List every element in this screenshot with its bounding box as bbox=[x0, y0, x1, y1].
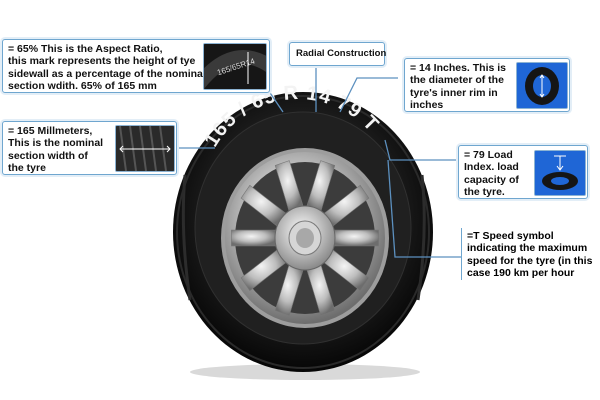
rim-line-1: = 14 Inches. This is bbox=[410, 62, 507, 74]
callout-section-width: = 165 Millmeters, This is the nominal se… bbox=[2, 121, 177, 175]
leader-speed bbox=[387, 159, 461, 258]
speed-line-2: indicating the maximum bbox=[467, 242, 588, 255]
width-line-1: = 165 Millmeters, bbox=[8, 125, 93, 137]
aspect-line-4: section wdith. 65% of 165 mm bbox=[8, 80, 157, 93]
load-thumbnail bbox=[534, 150, 586, 196]
load-line-1: = 79 Load bbox=[464, 149, 513, 161]
tyre-shadow bbox=[190, 364, 420, 380]
leader-rim bbox=[339, 77, 398, 113]
width-line-2: This is the nominal bbox=[8, 137, 104, 150]
sidewall-slash: / bbox=[234, 98, 252, 120]
radial-label: Radial Construction bbox=[296, 48, 387, 59]
aspect-line-3: sidewall as a percentage of the nominal bbox=[8, 67, 206, 80]
callout-aspect-ratio: = 65% This is the Aspect Ratio, this mar… bbox=[2, 39, 270, 93]
rim-line-2: the diameter of the bbox=[410, 74, 504, 87]
aspect-line-1: = 65% This is the Aspect Ratio, bbox=[8, 43, 163, 55]
callout-load-index: = 79 Load Index. load capacity of the ty… bbox=[458, 145, 588, 199]
load-line-2: Index. load bbox=[464, 161, 519, 174]
alloy-rim bbox=[221, 148, 389, 328]
width-line-3: section width of bbox=[8, 149, 88, 162]
speed-line-4: case 190 km per hour bbox=[467, 267, 575, 280]
aspect-line-2: this mark represents the height of tye bbox=[8, 55, 196, 68]
rim-spoke bbox=[231, 229, 277, 247]
callout-rim-diameter: = 14 Inches. This is the diameter of the… bbox=[404, 58, 570, 112]
load-line-3: capacity of bbox=[464, 173, 519, 186]
rim-line-4: inches bbox=[410, 99, 444, 112]
aspect-ratio-thumbnail: 165/65R14 bbox=[203, 43, 267, 90]
speed-line-3: speed for the tyre (in this bbox=[467, 254, 593, 267]
width-line-4: the tyre bbox=[8, 162, 46, 175]
rim-spoke bbox=[333, 229, 379, 247]
rim-thumbnail bbox=[516, 62, 568, 109]
leader-lines bbox=[175, 63, 461, 258]
callout-radial-construction: Radial Construction bbox=[289, 42, 387, 66]
speed-line-1: =T Speed symbol bbox=[467, 230, 554, 242]
callout-speed-symbol: =T Speed symbol indicating the maximum s… bbox=[461, 228, 600, 280]
sidewall-construction: R bbox=[283, 82, 300, 105]
width-thumbnail bbox=[115, 125, 175, 172]
load-line-4: the tyre. bbox=[464, 186, 505, 199]
rim-line-3: tyre's inner rim in bbox=[410, 86, 498, 99]
leader-load bbox=[384, 139, 458, 161]
